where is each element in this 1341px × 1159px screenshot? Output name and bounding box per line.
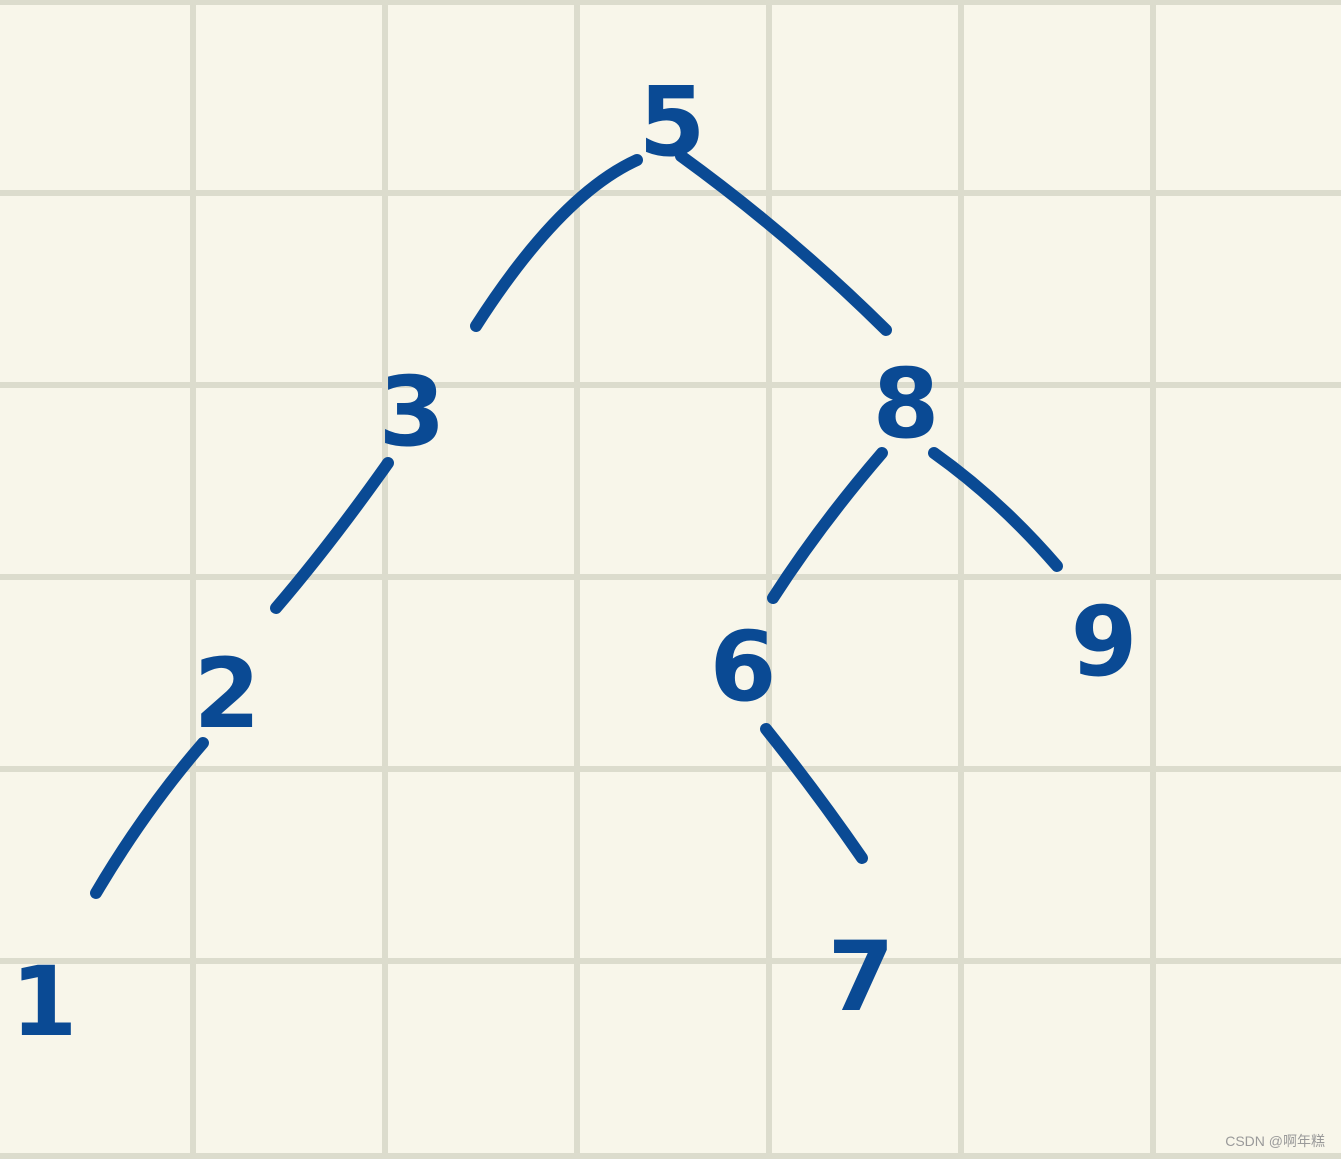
node-1: 1 (11, 946, 78, 1058)
node-8: 8 (873, 348, 940, 460)
edge-5-3 (470, 154, 643, 332)
tree-nodes: 5 3 8 2 6 9 1 7 (11, 66, 1138, 1058)
edge-2-1 (90, 737, 209, 899)
edge-6-7 (760, 723, 868, 864)
tree-edges (90, 150, 1063, 899)
node-9: 9 (1071, 586, 1138, 698)
node-3: 3 (379, 356, 446, 468)
edge-8-9 (928, 447, 1063, 572)
edge-5-8 (675, 150, 892, 336)
edge-8-6 (767, 447, 888, 604)
edge-3-2 (270, 457, 394, 614)
node-6: 6 (710, 611, 777, 723)
node-2: 2 (194, 638, 261, 750)
node-7: 7 (828, 921, 895, 1033)
node-5: 5 (639, 66, 706, 178)
watermark-text: CSDN @啊年糕 (1225, 1133, 1325, 1149)
